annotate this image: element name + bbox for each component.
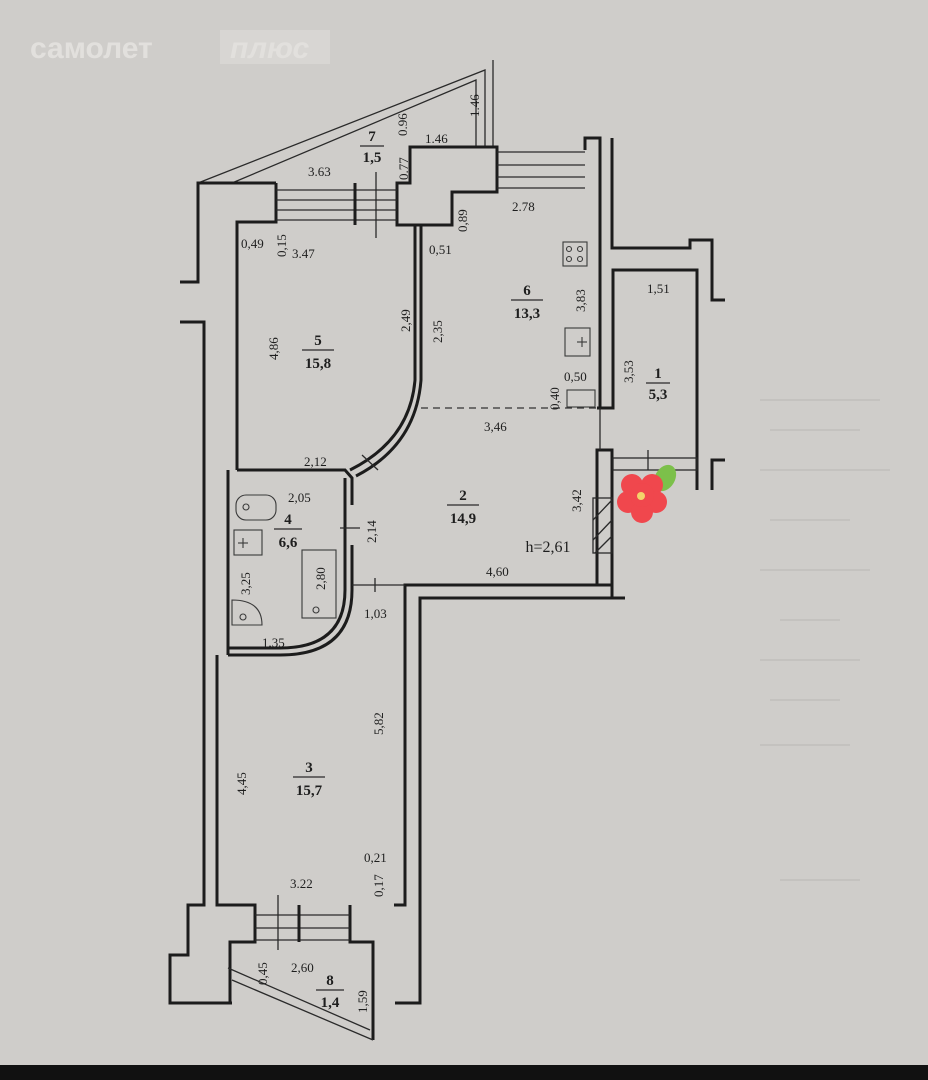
svg-text:1,51: 1,51	[647, 281, 670, 296]
svg-text:2.78: 2.78	[512, 199, 535, 214]
svg-text:5,82: 5,82	[371, 712, 386, 735]
svg-text:15,7: 15,7	[296, 783, 323, 799]
shower-icon	[231, 599, 263, 626]
svg-text:8: 8	[326, 973, 334, 989]
svg-text:2,60: 2,60	[291, 960, 314, 975]
room-6-label: 613,3	[511, 283, 543, 322]
room-4-label: 46,6	[274, 512, 302, 551]
svg-text:1,35: 1,35	[262, 635, 285, 650]
background-document-text	[760, 399, 890, 881]
svg-text:3,83: 3,83	[573, 289, 588, 312]
svg-text:0,50: 0,50	[564, 369, 587, 384]
svg-text:1.46: 1.46	[425, 131, 448, 146]
ceiling-height: h=2,61	[525, 539, 570, 556]
svg-text:1,03: 1,03	[364, 606, 387, 621]
svg-text:1.46: 1.46	[467, 94, 482, 117]
svg-text:4,45: 4,45	[234, 772, 249, 795]
svg-text:2,12: 2,12	[304, 454, 327, 469]
svg-text:2,05: 2,05	[288, 490, 311, 505]
watermark-badge: плюс	[230, 32, 310, 65]
openings	[340, 407, 698, 592]
window-room-5	[276, 172, 397, 238]
kitchen-sink-icon	[564, 327, 591, 357]
watermark-badge-bg	[220, 30, 330, 64]
svg-text:2,14: 2,14	[364, 520, 379, 543]
stove-icon	[562, 241, 588, 267]
balcony-7-outline	[197, 60, 494, 184]
svg-text:5,3: 5,3	[649, 387, 668, 403]
room-3-label: 315,7	[293, 760, 325, 799]
svg-text:3.63: 3.63	[308, 164, 331, 179]
window-room-3	[255, 895, 350, 950]
washbasin-icon	[233, 529, 263, 556]
windows	[227, 151, 585, 1041]
svg-text:1: 1	[654, 366, 662, 382]
watermark-brand: самолет	[30, 32, 153, 65]
svg-text:4,60: 4,60	[486, 564, 509, 579]
svg-text:0,51: 0,51	[429, 242, 452, 257]
svg-text:0.96: 0.96	[395, 113, 410, 136]
cabinet-icon	[566, 389, 596, 408]
svg-text:3,42: 3,42	[569, 489, 584, 512]
room-7-label: 71,5	[360, 129, 384, 166]
flower-sticker-icon	[617, 464, 677, 523]
svg-text:0.77: 0.77	[396, 157, 411, 180]
svg-text:2: 2	[459, 488, 467, 504]
svg-text:2,80: 2,80	[313, 567, 328, 590]
svg-text:3.47: 3.47	[292, 246, 315, 261]
svg-text:1,4: 1,4	[321, 995, 340, 1011]
svg-text:15,8: 15,8	[305, 356, 331, 372]
dimensions: 3.63 1.46 2.78 0,49 3.47 0,51 1,51 0,50 …	[234, 94, 670, 1013]
svg-text:0,49: 0,49	[241, 236, 264, 251]
room-5-label: 515,8	[302, 333, 334, 372]
svg-text:2,49: 2,49	[398, 309, 413, 332]
svg-text:6,6: 6,6	[279, 535, 298, 551]
room-2-label: 214,9	[447, 488, 479, 527]
svg-text:3,53: 3,53	[621, 360, 636, 383]
room-1-label: 15,3	[646, 366, 670, 403]
svg-text:1,5: 1,5	[363, 150, 382, 166]
svg-text:3,25: 3,25	[238, 572, 253, 595]
svg-text:4,86: 4,86	[266, 337, 281, 360]
bottom-bar	[0, 1065, 928, 1080]
svg-text:0,45: 0,45	[255, 962, 270, 985]
room-labels: 71,5 515,8 613,3 15,3 214,9 46,6 315,7 8…	[274, 129, 670, 1011]
svg-text:0,15: 0,15	[274, 234, 289, 257]
svg-text:3: 3	[305, 760, 313, 776]
fixtures	[231, 241, 596, 626]
hatched-column	[592, 497, 613, 554]
svg-text:0,89: 0,89	[455, 209, 470, 232]
svg-text:0,21: 0,21	[364, 850, 387, 865]
window-room-6	[497, 151, 585, 189]
svg-text:5: 5	[314, 333, 322, 349]
svg-text:1,59: 1,59	[355, 990, 370, 1013]
svg-text:2,35: 2,35	[430, 320, 445, 343]
svg-text:13,3: 13,3	[514, 306, 540, 322]
svg-text:3.22: 3.22	[290, 876, 313, 891]
svg-text:6: 6	[523, 283, 531, 299]
bathtub-icon	[301, 549, 337, 619]
toilet-icon	[235, 494, 277, 521]
svg-text:0,17: 0,17	[371, 874, 386, 897]
walls	[168, 136, 725, 1040]
svg-text:0,40: 0,40	[547, 387, 562, 410]
svg-text:4: 4	[284, 512, 292, 528]
balcony-8-rail	[231, 979, 374, 1041]
svg-text:3,46: 3,46	[484, 419, 507, 434]
svg-text:14,9: 14,9	[450, 511, 476, 527]
room-8-label: 81,4	[316, 973, 344, 1011]
svg-text:7: 7	[368, 129, 376, 145]
